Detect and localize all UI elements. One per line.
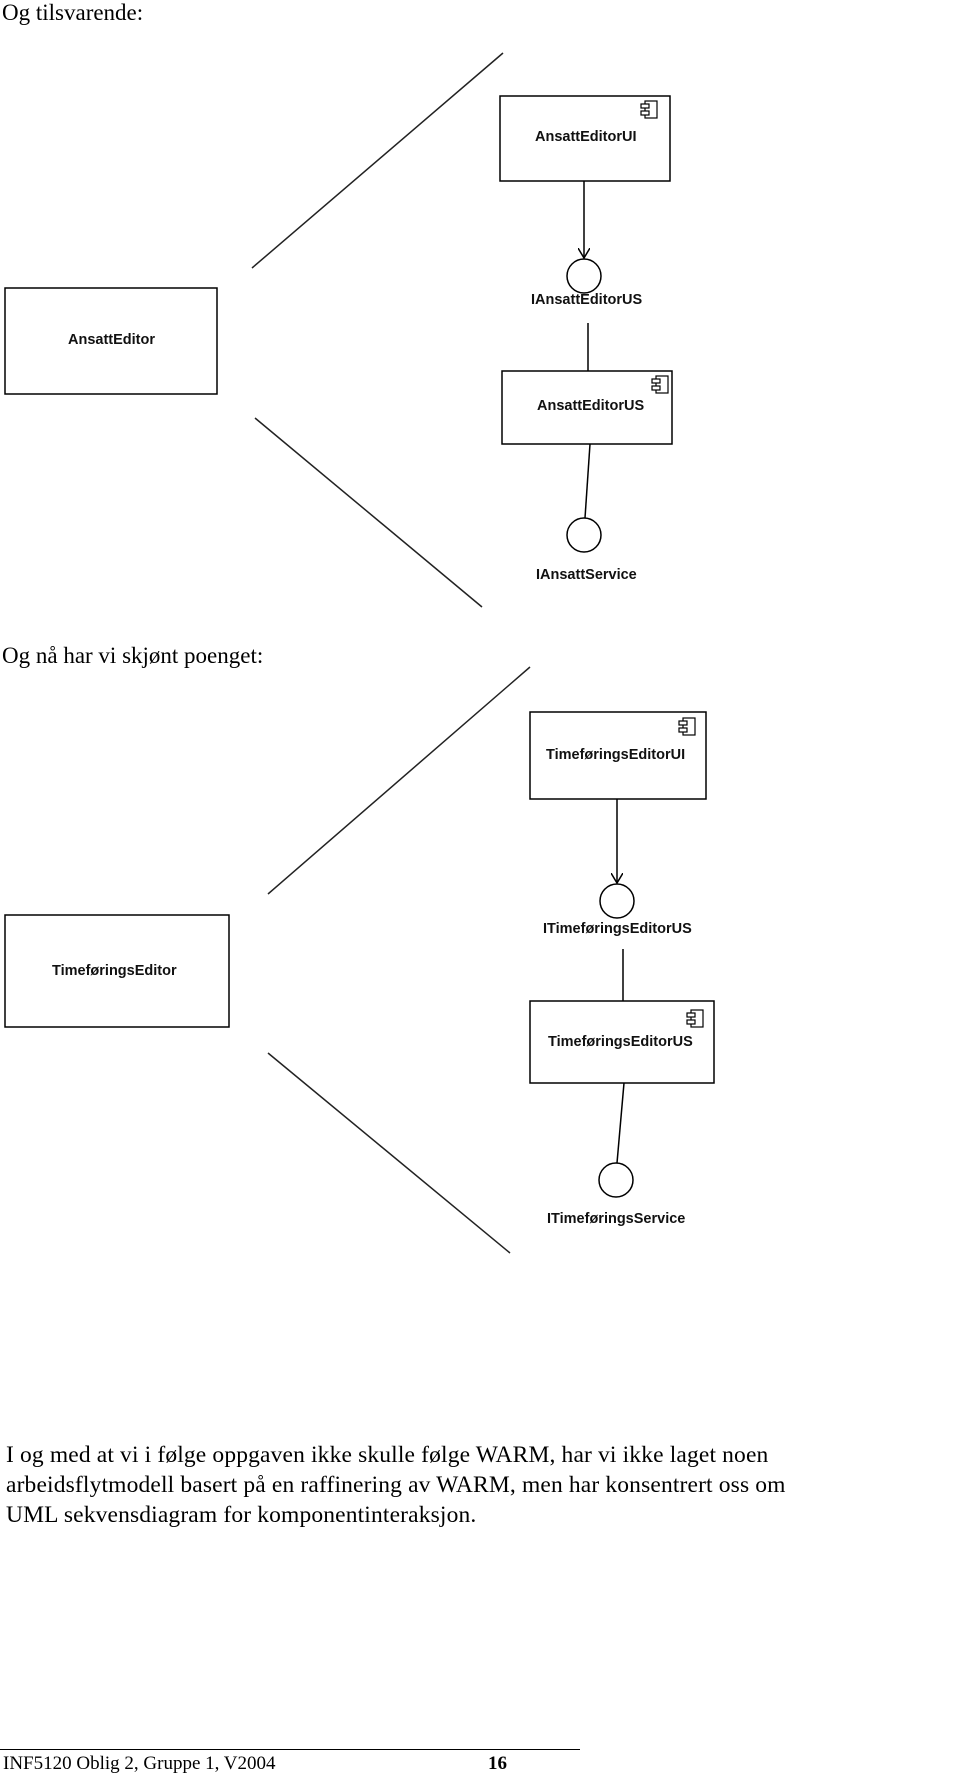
component-label: TimeføringsEditor: [52, 963, 177, 979]
component-label: AnsattEditorUI: [535, 129, 637, 145]
paragraph-line: I og med at vi i følge oppgaven ikke sku…: [6, 1442, 769, 1468]
page-number: 16: [488, 1753, 507, 1774]
interface-label: IAnsattService: [536, 567, 637, 583]
component-box-timeforingseditor: TimeføringsEditor: [4, 914, 230, 1028]
interface-connector: [616, 1082, 625, 1164]
heading-og-tilsvarende: Og tilsvarende:: [2, 0, 144, 25]
component-icon: [686, 1009, 704, 1028]
component-diagram-ansatt: AnsattEditor AnsattEditorUI IAnsattEdito…: [4, 52, 673, 608]
paragraph-line: arbeidsflytmodell basert på en raffineri…: [6, 1472, 786, 1498]
component-icon: [651, 375, 669, 394]
component-icon: [678, 717, 696, 736]
body-paragraph: I og med at vi i følge oppgaven ikke sku…: [6, 1440, 956, 1530]
component-label: TimeføringsEditorUI: [546, 747, 685, 763]
component-icon: [640, 100, 658, 119]
component-box-ansatteditorui: AnsattEditorUI: [499, 95, 671, 182]
interface-connector: [584, 443, 591, 519]
component-label: TimeføringsEditorUS: [548, 1034, 693, 1050]
footer-rule: [0, 1749, 580, 1750]
component-box-ansatteditorus: AnsattEditorUS: [501, 370, 673, 445]
component-label: AnsattEditor: [68, 332, 155, 348]
diagonal-line-upper: [267, 666, 531, 895]
diagonal-line-upper: [251, 52, 504, 269]
diagonal-line-lower: [267, 1052, 511, 1254]
interface-circle: [566, 258, 602, 294]
component-diagram-timeforing: TimeføringsEditor TimeføringsEditorUI IT…: [4, 666, 715, 1254]
interface-label: IAnsattEditorUS: [531, 292, 643, 308]
interface-circle: [599, 883, 635, 919]
component-box-ansatteditor: AnsattEditor: [4, 287, 218, 395]
interface-label: ITimeføringsEditorUS: [543, 921, 692, 937]
interface-circle: [598, 1162, 634, 1198]
interface-circle: [566, 517, 602, 553]
component-box-timeforingseditorui: TimeføringsEditorUI: [529, 711, 707, 800]
heading-og-naa-har-vi: Og nå har vi skjønt poenget:: [2, 643, 264, 668]
diagonal-line-lower: [254, 417, 483, 608]
component-box-timeforingseditorus: TimeføringsEditorUS: [529, 1000, 715, 1084]
component-label: AnsattEditorUS: [537, 398, 644, 414]
footer-text: INF5120 Oblig 2, Gruppe 1, V2004: [3, 1753, 276, 1774]
paragraph-line: UML sekvensdiagram for komponentinteraks…: [6, 1502, 477, 1528]
interface-label: ITimeføringsService: [547, 1211, 685, 1227]
